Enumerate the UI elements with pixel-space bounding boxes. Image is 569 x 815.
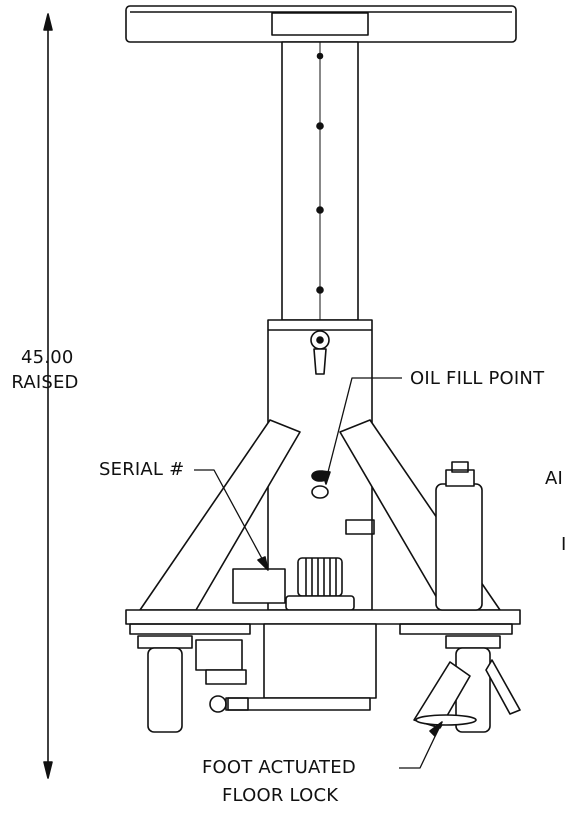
hydraulic-pump <box>285 557 355 611</box>
serial-plate <box>232 568 286 604</box>
dimension-value: 45.00 <box>21 347 74 368</box>
caster-left <box>137 635 193 733</box>
dimension-qualifier: RAISED <box>11 372 79 393</box>
caster-swing <box>485 659 521 715</box>
serial-callout: SERIAL # <box>99 459 185 480</box>
floor-lock-leader <box>399 721 443 769</box>
brake-mechanism-left <box>195 639 249 713</box>
serial-leader <box>194 469 269 571</box>
oil-fill-callout: OIL FILL POINT <box>410 368 545 389</box>
reservoir <box>227 623 377 711</box>
caster-right <box>445 635 501 733</box>
truncated-label-2: I <box>561 534 567 555</box>
foot-lock-pedal <box>413 661 477 729</box>
right-actuator <box>435 461 483 611</box>
side-plate <box>345 519 375 535</box>
height-dimension-line <box>43 13 53 779</box>
oil-fill-leader <box>321 377 402 485</box>
top-platform <box>125 5 517 43</box>
truncated-label-1: AI <box>545 468 564 489</box>
floor-lock-callout-line-1: FOOT ACTUATED <box>202 757 356 778</box>
inner-column <box>281 41 359 321</box>
floor-lock-callout-line-2: FLOOR LOCK <box>222 785 339 806</box>
release-handle <box>310 330 330 375</box>
